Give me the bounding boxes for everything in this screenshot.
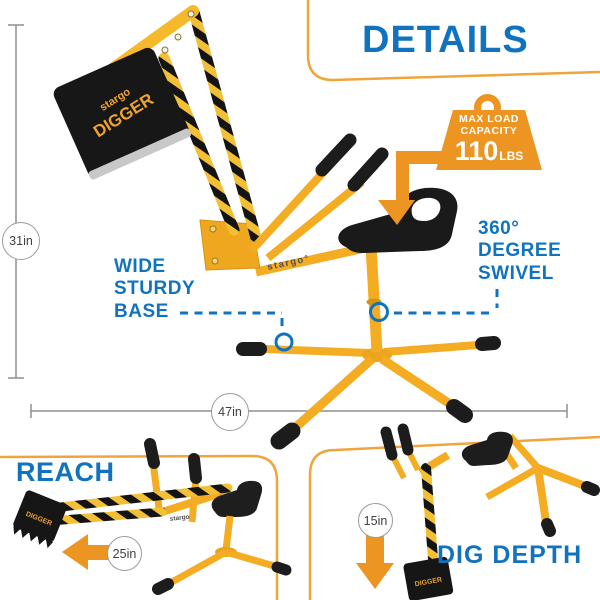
handle-grip xyxy=(144,438,160,469)
rivet xyxy=(211,257,219,265)
reach-measurement-bubble: 25in xyxy=(107,536,142,571)
base-leg xyxy=(507,433,541,471)
scoop-bucket: DIGGER xyxy=(403,556,454,600)
hazard-striped-arm xyxy=(45,507,167,526)
seat xyxy=(461,431,513,466)
max-load-badge: MAX LOAD CAPACITY 110 LBS xyxy=(436,110,542,170)
base-leg-back-right xyxy=(383,341,479,356)
badge-line-2: CAPACITY xyxy=(460,124,518,137)
foot-cap xyxy=(271,561,292,576)
base-line-1: WIDE xyxy=(114,256,166,277)
handle-grip xyxy=(380,426,398,461)
scoop-bucket: stargo DIGGER xyxy=(53,47,191,180)
foot-cap xyxy=(541,518,556,537)
swivel-dashed-line xyxy=(392,289,499,315)
swoosh-bottom-right xyxy=(308,435,600,600)
dig-depth-measurement-bubble: 15in xyxy=(358,503,393,538)
foot-cap xyxy=(446,399,473,423)
hazard-striped-arm xyxy=(188,6,262,244)
width-measurement-bubble: 47in xyxy=(211,393,249,431)
badge-unit: LBS xyxy=(499,149,524,163)
scoop-logo-word: DIGGER xyxy=(414,577,442,589)
hazard-striped-arm xyxy=(421,463,439,577)
base-line-2: STURDY xyxy=(114,278,196,300)
dig-depth-panel-label: DIG DEPTH xyxy=(437,541,583,569)
rivet xyxy=(209,225,217,233)
base-annotation-label: WIDE STURDY BASE xyxy=(114,256,195,323)
handle-tube xyxy=(249,162,333,253)
width-dimension-line xyxy=(30,404,568,418)
reach-arrow xyxy=(62,534,113,570)
scoop-teeth xyxy=(13,525,54,549)
boom-link xyxy=(160,487,230,516)
scoop-bucket: DIGGER xyxy=(13,490,67,549)
base-dashed-line xyxy=(180,311,284,331)
max-load-arrow xyxy=(378,151,448,225)
swivel-line-3: SWIVEL xyxy=(478,262,554,284)
swoosh-bottom-left xyxy=(0,454,279,600)
swivel-line-2: DEGREE xyxy=(478,240,562,262)
seat xyxy=(211,480,263,517)
badge-line-1: MAX LOAD xyxy=(459,113,519,125)
base-leg xyxy=(225,548,275,570)
base-marker-circle xyxy=(274,332,294,352)
scoop-blade-edge xyxy=(88,128,191,180)
foot-cap xyxy=(475,336,501,351)
seat-column xyxy=(222,515,234,551)
hazard-striped-arm xyxy=(158,52,240,236)
dig-depth-arrow xyxy=(356,534,394,589)
badge-value-row: 110 LBS xyxy=(454,136,524,166)
handle-tube xyxy=(265,178,365,262)
height-measurement-bubble: 31in xyxy=(2,222,40,260)
base-line-3: BASE xyxy=(114,300,169,322)
height-dimension-line xyxy=(8,24,24,379)
frame-brand-text-small: stargo xyxy=(169,514,190,523)
swivel-marker-circle xyxy=(369,302,389,322)
hazard-striped-arm xyxy=(47,483,233,513)
foot-cap xyxy=(270,422,301,450)
base-leg xyxy=(485,464,540,501)
handle-grip xyxy=(347,147,389,192)
foot-cap xyxy=(152,578,174,595)
base-leg-front-left xyxy=(292,355,376,431)
base-leg xyxy=(170,548,228,586)
page-title: DETAILS xyxy=(362,19,529,61)
handle-post xyxy=(149,461,164,517)
swivel-line-1: 360° xyxy=(478,218,520,239)
badge-value: 110 xyxy=(454,136,499,166)
base-leg xyxy=(536,464,587,490)
reach-digger: stargo DIGGER xyxy=(13,438,292,595)
handle-grip xyxy=(397,423,414,456)
reach-panel-label: REACH xyxy=(16,457,115,487)
swoosh-top-right xyxy=(306,0,600,82)
main-digger: stargo° stargo DIGGER xyxy=(53,5,501,450)
base-leg xyxy=(534,467,550,523)
dig-depth-digger: DIGGER xyxy=(380,423,600,600)
annotation-connectors xyxy=(180,289,499,352)
handle-grip xyxy=(315,133,357,177)
swivel-annotation-label: 360° DEGREE SWIVEL xyxy=(478,218,561,285)
base-leg-front-right xyxy=(379,355,453,408)
handle-grip xyxy=(188,453,202,484)
foot-cap xyxy=(581,481,600,496)
